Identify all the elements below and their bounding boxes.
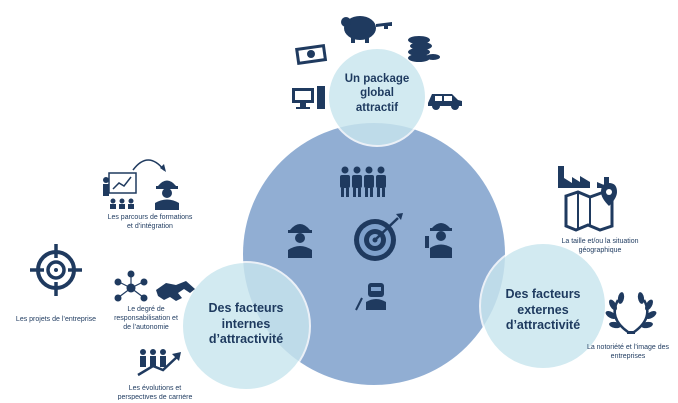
crosshair-icon [30,244,82,296]
label-evolutions-line-2: perspectives de carrière [117,393,193,400]
left-circle-title: Des facteurs internes d’attractivité [186,301,306,348]
label-formations-line-1: Les parcours de formations [107,214,193,221]
left-circle-line-2: internes [221,316,271,331]
worker-helmet-icon [288,224,312,258]
top-circle [327,47,427,147]
computer-icon [292,86,325,109]
right-circle-line-1: Des facteurs [505,287,581,301]
label-notoriete: La notoriété et l’image des entreprises [578,344,678,362]
left-circle [181,261,311,391]
label-notoriete-line-1: La notoriété et l’image des [586,344,670,351]
top-circle-title: Un package global attractif [327,72,427,115]
label-responsabilisation: Le degré de responsabilisation et de l’a… [96,306,196,332]
label-evolutions: Les évolutions et perspectives de carriè… [100,385,210,400]
left-circle-line-3: d’attractivité [208,332,284,347]
welder-icon [355,283,386,311]
handshake-icon [156,281,195,301]
label-projets-line-1: Les projets de l’entreprise [15,316,97,323]
target-icon [354,213,403,261]
label-taille-line-1: La taille et/ou la situation [561,238,639,245]
banknotes-icon [295,43,328,66]
label-responsabilisation-line-2: responsabilisation et [114,314,178,322]
left-circle-line-1: Des facteurs [208,301,284,315]
label-notoriete-line-2: entreprises [610,352,646,360]
label-formations-line-2: et d’intégration [127,222,173,230]
coins-icon [408,36,440,62]
label-formations: Les parcours de formations et d’intégrat… [90,214,210,232]
laurel-icon [605,292,657,334]
label-responsabilisation-line-3: de l’autonomie [123,323,169,331]
label-taille-line-2: géographique [578,246,622,254]
electrician-icon [425,223,452,258]
team-icon [340,166,386,197]
training-icon [103,159,179,210]
top-circle-line-1: Un package [344,73,410,85]
label-evolutions-line-1: Les évolutions et [128,385,182,392]
top-circle-line-2: global [360,87,394,100]
label-taille: La taille et/ou la situation géographiqu… [535,238,665,256]
label-responsabilisation-line-1: Le degré de [127,306,165,313]
right-circle-title: Des facteurs externes d’attractivité [483,287,603,334]
label-projets: Les projets de l’entreprise [0,316,112,325]
piggy-bank-icon [341,13,392,43]
car-icon [428,94,462,110]
growth-icon [137,349,181,377]
top-circle-line-3: attractif [355,101,399,114]
right-circle-line-3: d’attractivité [505,318,581,333]
right-circle-line-2: externes [517,302,569,317]
right-circle [479,242,607,370]
network-icon [114,270,148,302]
factory-map-icon [558,166,617,232]
